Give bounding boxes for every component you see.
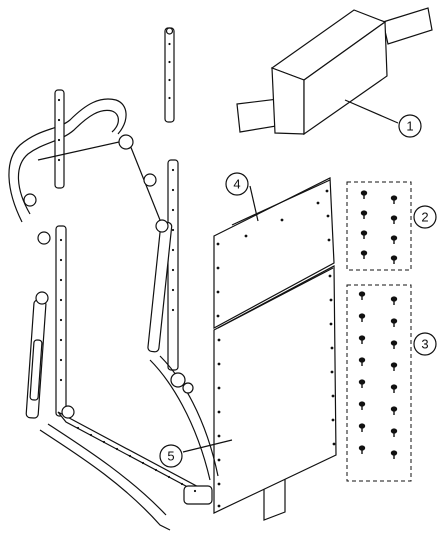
screw-icon	[358, 379, 366, 388]
screw-icon	[390, 362, 398, 371]
screw-icon	[358, 423, 366, 432]
callout-5: 5	[159, 444, 183, 468]
screw-icon	[360, 250, 368, 259]
svg-text:1: 1	[406, 119, 413, 134]
screw-icon	[358, 445, 366, 454]
svg-text:3: 3	[421, 337, 428, 352]
part-5-lower-panel	[182, 265, 337, 521]
screw-icon	[390, 318, 398, 327]
callout-4: 4	[225, 172, 249, 196]
screw-icon	[390, 215, 398, 224]
screw-icon	[390, 255, 398, 264]
screw-icon	[358, 357, 366, 366]
svg-text:4: 4	[233, 177, 240, 192]
callout-3: 3	[413, 332, 437, 356]
screw-icon	[360, 230, 368, 239]
callout-1: 1	[398, 114, 422, 138]
hardware-group-3	[346, 284, 412, 482]
screw-icon	[390, 428, 398, 437]
screw-icon	[390, 195, 398, 204]
screw-icon	[390, 340, 398, 349]
screw-icon	[358, 313, 366, 322]
screw-icon	[390, 235, 398, 244]
screw-icon	[358, 401, 366, 410]
part-4-upper-panel	[213, 177, 335, 330]
part-1-pouch	[236, 7, 433, 136]
svg-text:2: 2	[421, 210, 428, 225]
back-frame-assembly	[8, 27, 219, 531]
screw-icon	[360, 190, 368, 199]
hardware-group-2	[346, 181, 412, 271]
screw-icon	[358, 335, 366, 344]
screw-icon	[360, 210, 368, 219]
screw-icon	[390, 384, 398, 393]
screw-icon	[358, 291, 366, 300]
screw-icon	[390, 296, 398, 305]
screw-icon	[390, 406, 398, 415]
screw-icon	[390, 450, 398, 459]
svg-text:5: 5	[167, 449, 174, 464]
callout-2: 2	[413, 205, 437, 229]
